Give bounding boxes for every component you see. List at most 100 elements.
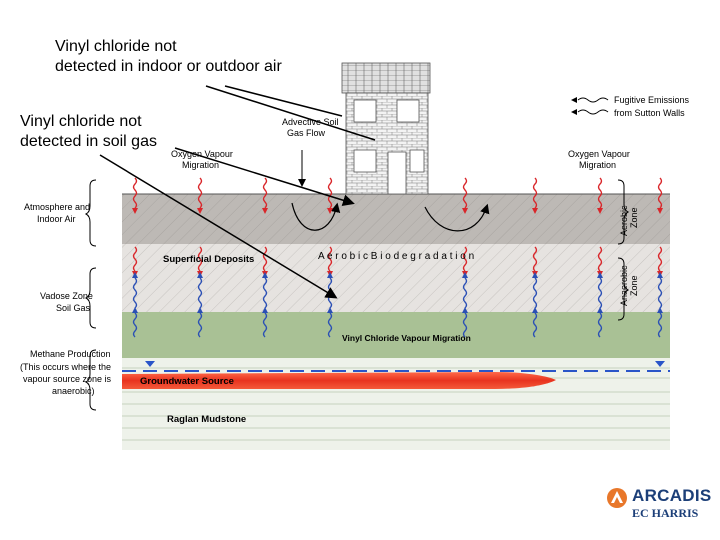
vc-arrow-upper-1 [197, 277, 203, 309]
vc-arrow-lower-5-head [532, 307, 538, 313]
oxygen-arrow-mid-6 [597, 246, 603, 272]
vc-arrow-lower-6 [597, 312, 603, 338]
oxygen-arrow-top-0-head [132, 208, 138, 214]
vc-arrow-upper-6 [597, 277, 603, 309]
oxygen-arrow-top-5 [532, 177, 538, 209]
vc-arrow-upper-7 [657, 277, 663, 309]
brace-vadose [84, 267, 97, 329]
vc-arrow-upper-1-head [197, 272, 203, 278]
legend-arrow-top [571, 97, 577, 103]
vc-arrow-lower-6-head [597, 307, 603, 313]
vc-arrow-upper-5-head [532, 272, 538, 278]
house-door [387, 151, 407, 195]
oxygen-arrow-top-1 [197, 177, 203, 209]
soil-callout-line2: detected in soil gas [20, 133, 157, 150]
vadose-label-2: Soil Gas [56, 303, 91, 313]
vc-arrow-upper-4-head [462, 272, 468, 278]
groundwater-plume [122, 372, 556, 389]
house-window-bottom-left [353, 149, 377, 173]
methane-label-2: (This occurs where the [20, 362, 111, 372]
oxygen-arrow-top-4 [462, 177, 468, 209]
curved-arrow-right [424, 203, 490, 232]
oxygen-arrow-mid-5 [532, 246, 538, 272]
vc-arrow-lower-3-head [327, 307, 333, 313]
anaerobic-zone-label-2: Zone [629, 275, 639, 296]
air-callout-line2: detected in indoor or outdoor air [55, 58, 282, 75]
house-window-top-right [396, 99, 420, 123]
vc-arrow-lower-7 [657, 312, 663, 338]
soil-gas-callout: Vinyl chloride not detected in soil gas [20, 112, 157, 152]
vc-arrow-upper-5 [532, 277, 538, 309]
vc-arrow-upper-2 [262, 277, 268, 309]
oxygen-arrow-top-6 [597, 177, 603, 209]
oxygen-right-label-1: Oxygen Vapour [568, 149, 630, 159]
brace-methane [84, 349, 97, 411]
oxygen-arrow-mid-3 [327, 246, 333, 272]
vc-arrow-lower-2 [262, 312, 268, 338]
legend-squiggle-top [577, 97, 609, 103]
oxygen-arrow-top-4-head [462, 208, 468, 214]
oxygen-arrow-top-0 [132, 177, 138, 209]
vc-arrow-lower-4-head [462, 307, 468, 313]
vc-arrow-upper-7-head [657, 272, 663, 278]
groundwater-source-label: Groundwater Source [140, 376, 234, 387]
vc-arrow-upper-0-head [132, 272, 138, 278]
arcadis-logo-icon [607, 488, 627, 508]
atmosphere-label-2: Indoor Air [37, 214, 76, 224]
advective-label-1: Advective Soil [282, 117, 339, 127]
oxygen-arrow-top-6-head [597, 208, 603, 214]
oxygen-arrow-top-2 [262, 177, 268, 209]
vc-migration-label: Vinyl Chloride Vapour Migration [342, 333, 471, 343]
raglan-mudstone-label: Raglan Mudstone [167, 414, 246, 425]
oxygen-left-label-1: Oxygen Vapour [171, 149, 233, 159]
logo-sub: EC HARRIS [632, 506, 699, 520]
air-callout: Vinyl chloride not detected in indoor or… [55, 37, 282, 77]
aerobic-biodegradation-label: A e r o b i c B i o d e g r a d a t i o … [318, 251, 474, 262]
oxygen-arrow-mid-2 [262, 246, 268, 272]
vc-arrow-lower-2-head [262, 307, 268, 313]
atmosphere-hatch [122, 194, 670, 244]
oxygen-arrow-mid-4 [462, 246, 468, 272]
air-callout-line1: Vinyl chloride not [55, 38, 177, 55]
brace-aerobic-zone [617, 179, 630, 245]
migration-arrows [132, 177, 663, 338]
vc-arrow-lower-5 [532, 312, 538, 338]
house [341, 62, 431, 195]
legend-squiggle-bottom [577, 109, 609, 115]
oxygen-arrow-mid-7 [657, 246, 663, 272]
superficial-hatch [122, 244, 670, 312]
oxygen-arrow-top-7-head [657, 208, 663, 214]
vadose-layer [122, 312, 670, 358]
vc-arrow-lower-7-head [657, 307, 663, 313]
superficial-deposits-label: Superficial Deposits [163, 254, 254, 265]
aerobic-zone-label-1: Aerobic [619, 205, 629, 236]
soil-callout-line1: Vinyl chloride not [20, 113, 142, 130]
vc-arrow-lower-0-head [132, 307, 138, 313]
vc-arrow-upper-3-head [327, 272, 333, 278]
vc-arrow-lower-4 [462, 312, 468, 338]
house-window-top-left [353, 99, 377, 123]
vadose-label-1: Vadose Zone [40, 291, 93, 301]
oxygen-arrow-top-5-head [532, 208, 538, 214]
vc-arrow-lower-3 [327, 312, 333, 338]
methane-label-4: anaerobic) [52, 386, 95, 396]
oxygen-arrow-top-3 [327, 177, 333, 209]
anaerobic-zone-label-1: Anaerobic [619, 265, 629, 306]
house-roof [341, 62, 431, 94]
brace-anaerobic-zone [617, 257, 630, 321]
legend-arrow-bottom [571, 109, 577, 115]
fugitive-emissions-label-2: from Sutton Walls [614, 108, 685, 118]
vc-arrow-lower-0 [132, 312, 138, 338]
water-table-marker-right [655, 361, 665, 367]
water-table-marker-left [145, 361, 155, 367]
curved-arrow-left [291, 202, 341, 231]
logo-name: ARCADIS [632, 486, 712, 505]
oxygen-arrow-mid-0 [132, 246, 138, 272]
oxygen-arrow-top-2-head [262, 208, 268, 214]
arcadis-logo: ARCADIS EC HARRIS [606, 485, 711, 525]
oxygen-arrow-top-3-head [327, 208, 333, 214]
oxygen-arrow-top-1-head [197, 208, 203, 214]
oxygen-left-label-2: Migration [182, 160, 219, 170]
callout-leaders [99, 85, 376, 299]
